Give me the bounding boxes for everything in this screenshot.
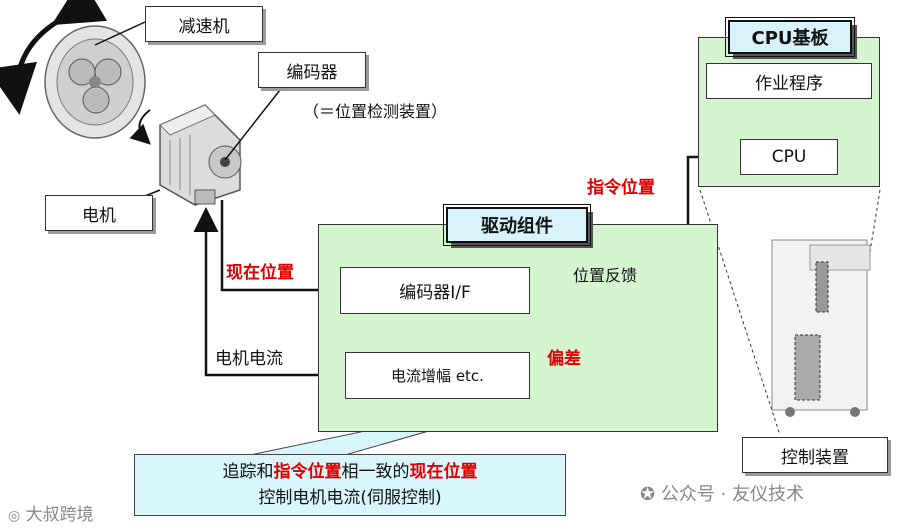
callout-text-2: 控制电机电流(伺服控制) xyxy=(258,488,441,508)
cpu-block: CPU xyxy=(740,139,838,175)
callout-text-1a: 追踪和 xyxy=(223,462,274,482)
position-feedback-label: 位置反馈 xyxy=(573,262,637,286)
drive-unit-title: 驱动组件 xyxy=(446,207,588,243)
motor-label: 电机 xyxy=(45,195,153,231)
reducer-label: 减速机 xyxy=(145,6,263,42)
drive-unit-panel xyxy=(318,224,718,432)
callout-command-position: 指令位置 xyxy=(274,462,342,482)
wechat-icon: ◎ xyxy=(8,508,20,524)
control-device-label: 控制装置 xyxy=(742,437,888,473)
reducer-image xyxy=(45,26,145,138)
deviation-label: 偏差 xyxy=(547,344,581,369)
current-position-label: 现在位置 xyxy=(226,258,294,283)
current-amp-block: 电流增幅 etc. xyxy=(345,352,530,399)
watermark-right: ✪ 公众号 · 友仪技术 xyxy=(640,480,804,506)
encoder-if-block: 编码器I/F xyxy=(340,267,530,314)
controller-image xyxy=(772,240,870,417)
command-position-label: 指令位置 xyxy=(587,173,655,198)
job-program-block: 作业程序 xyxy=(706,63,872,99)
encoder-note: （＝位置检测装置） xyxy=(303,98,447,122)
callout-box: 追踪和指令位置相一致的现在位置 控制电机电流(伺服控制) xyxy=(134,454,566,516)
watermark-left: ◎ 大叔跨境 xyxy=(8,500,94,525)
wechat-icon: ✪ xyxy=(640,484,655,505)
encoder-label: 编码器 xyxy=(258,52,366,88)
motor-rotation-icon xyxy=(139,110,150,142)
motor-current-label: 电机电流 xyxy=(215,344,283,369)
callout-current-position: 现在位置 xyxy=(410,462,478,482)
cpu-board-title: CPU基板 xyxy=(728,20,852,54)
callout-text-1c: 相一致的 xyxy=(342,462,410,482)
